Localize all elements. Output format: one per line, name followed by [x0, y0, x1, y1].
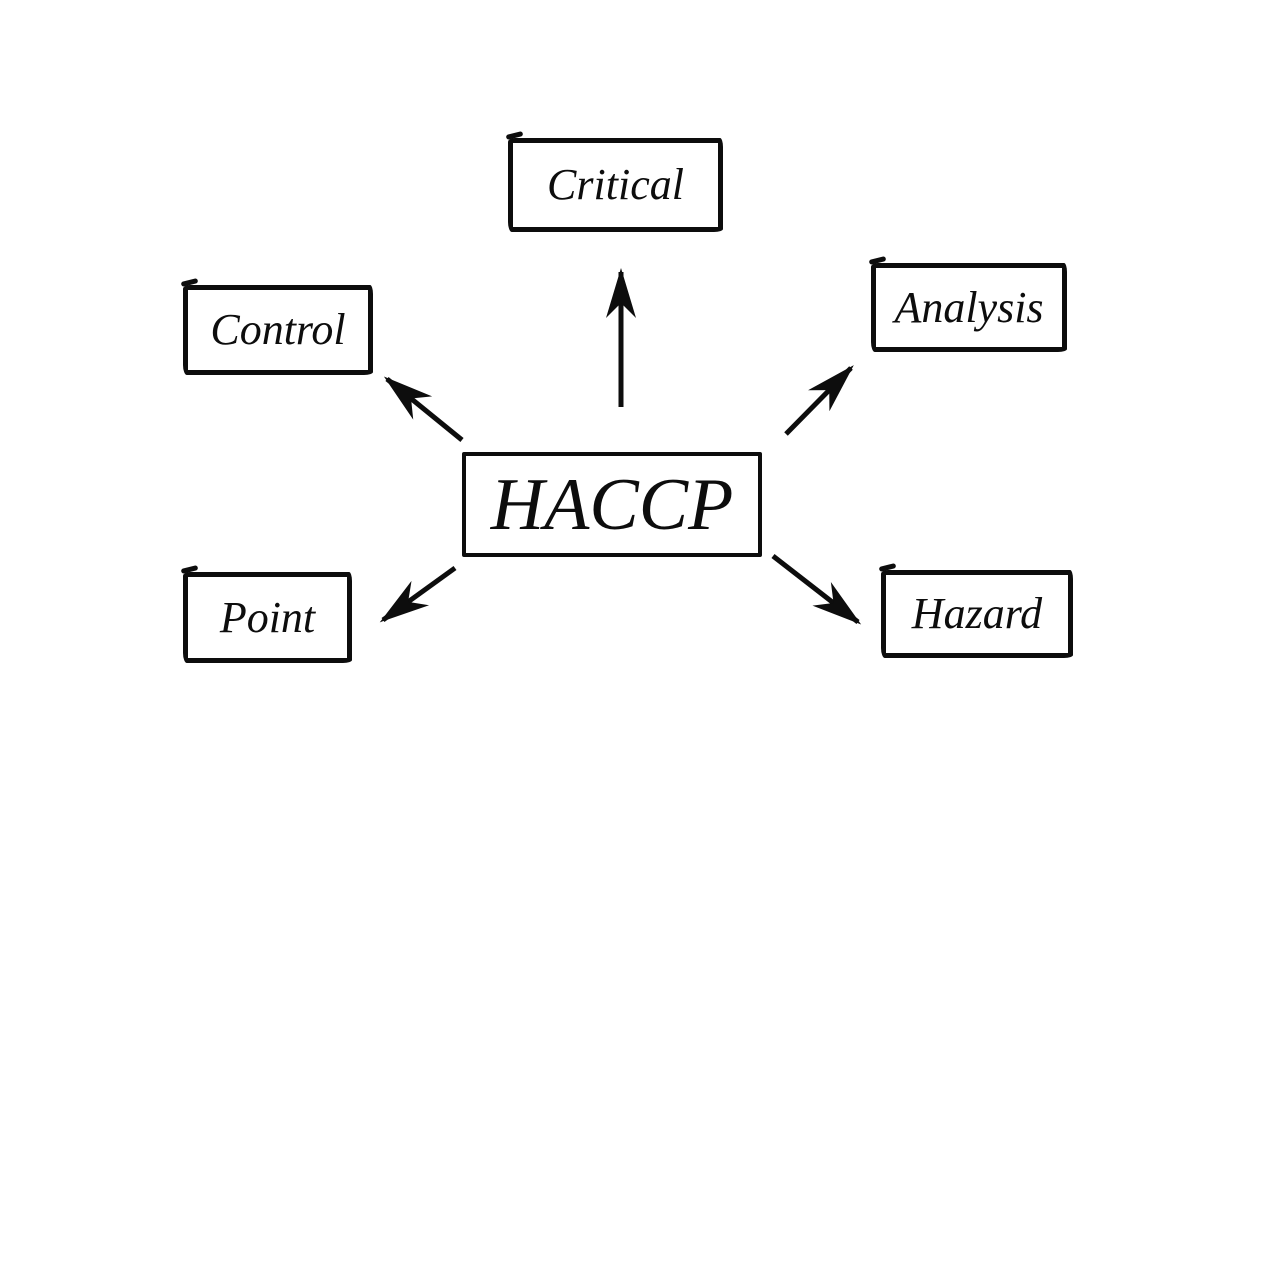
node-haccp-center: HACCP — [462, 452, 762, 557]
node-analysis-label: Analysis — [894, 282, 1044, 332]
node-analysis: Analysis — [871, 263, 1067, 352]
arrow-to-hazard-icon — [771, 554, 862, 625]
node-control-label: Control — [210, 305, 346, 354]
node-hazard-label: Hazard — [911, 589, 1043, 638]
node-critical-label: Critical — [547, 160, 684, 209]
node-haccp-label: HACCP — [490, 463, 734, 546]
node-control: Control — [183, 285, 373, 375]
node-critical: Critical — [508, 138, 723, 232]
arrow-to-control-icon — [383, 376, 464, 442]
node-point: Point — [183, 572, 352, 663]
node-hazard: Hazard — [881, 570, 1073, 658]
node-point-label: Point — [219, 592, 316, 642]
arrow-to-point-icon — [379, 565, 457, 623]
arrow-to-analysis-icon — [784, 365, 854, 436]
